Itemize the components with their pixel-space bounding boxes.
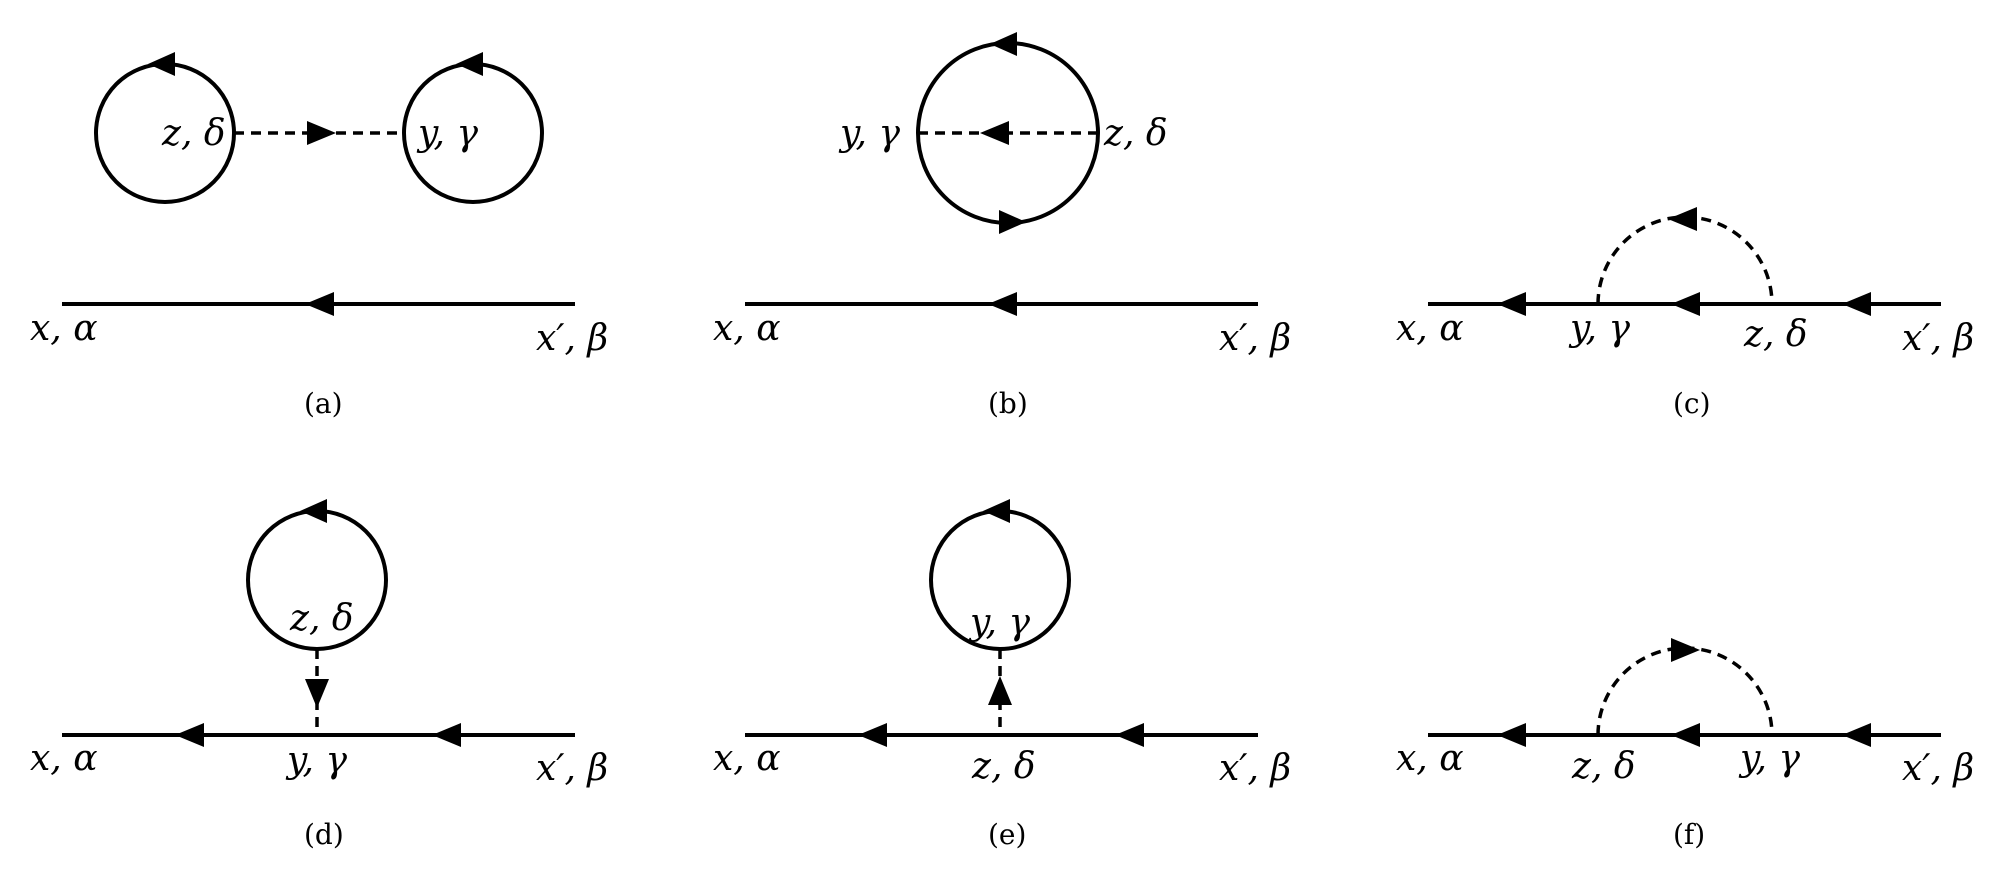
panel-c: x, α x′, β y, γ z, δ (c)	[1396, 207, 1974, 420]
panel-a-propagator-arrow	[305, 292, 334, 316]
panel-a-label-left: x, α	[30, 308, 98, 349]
panel-d-arrow-1	[175, 723, 204, 747]
panel-d-caption: (d)	[304, 818, 344, 851]
panel-d-arrow-2	[432, 723, 461, 747]
panel-a: x, α x′, β z, δ y, γ (a)	[30, 52, 608, 420]
panel-d-loop-arrow	[300, 499, 327, 523]
panel-a-label-loop2: y, γ	[416, 113, 478, 154]
panel-a-label-loop1: z, δ	[161, 113, 226, 154]
panel-f-label-v2: y, γ	[1738, 738, 1800, 779]
panel-e-label-left: x, α	[713, 738, 781, 779]
panel-c-label-right: x′, β	[1902, 318, 1974, 359]
panel-d: x, α x′, β z, δ y, γ (d)	[30, 499, 608, 851]
panel-c-caption: (c)	[1673, 387, 1711, 420]
panel-e-arrow-2	[1115, 723, 1144, 747]
panel-b-caption: (b)	[988, 387, 1028, 420]
panel-c-arc-arrow	[1668, 207, 1697, 231]
panel-d-interaction-arrow	[305, 679, 329, 708]
panel-c-interaction-arc	[1596, 215, 1774, 305]
panel-a-label-right: x′, β	[536, 318, 608, 359]
panel-c-arrow-1	[1497, 292, 1526, 316]
panel-a-caption: (a)	[304, 387, 343, 420]
panel-f: x, α x′, β z, δ y, γ (f)	[1396, 638, 1974, 851]
panel-f-caption: (f)	[1673, 818, 1705, 851]
panel-c-label-left: x, α	[1396, 308, 1464, 349]
panel-c-label-v1: y, γ	[1568, 308, 1630, 349]
panel-f-arrow-1	[1497, 723, 1526, 747]
panel-b: x, α x′, β y, γ z, δ (b)	[713, 32, 1291, 420]
panel-f-arrow-3	[1842, 723, 1871, 747]
panel-c-arrow-2	[1671, 292, 1700, 316]
panel-e-label-loop: y, γ	[968, 602, 1030, 643]
panel-e-loop-arrow	[983, 499, 1010, 523]
panel-b-interaction-arrow	[980, 121, 1009, 145]
panel-b-bubble-bottom-arrow	[999, 210, 1026, 234]
panel-b-bubble-top-arrow	[990, 32, 1017, 56]
panel-f-arrow-2	[1671, 723, 1700, 747]
panel-f-interaction-arc	[1596, 646, 1774, 736]
panel-d-label-loop: z, δ	[289, 598, 354, 639]
panel-d-label-right: x′, β	[536, 748, 608, 789]
panel-c-arrow-3	[1842, 292, 1871, 316]
panel-e-caption: (e)	[988, 818, 1026, 851]
panel-d-label-left: x, α	[30, 738, 98, 779]
panel-b-label-bubble-right: z, δ	[1103, 113, 1168, 154]
panel-b-propagator-arrow	[988, 292, 1017, 316]
panel-f-label-right: x′, β	[1902, 748, 1974, 789]
panel-b-label-left: x, α	[713, 308, 781, 349]
panel-a-interaction-arrow	[307, 121, 336, 145]
panel-d-label-vertex: y, γ	[285, 740, 347, 781]
panel-a-loop-right-arrow	[456, 52, 483, 76]
panel-e-interaction-arrow	[988, 676, 1012, 705]
panel-e: x, α x′, β y, γ z, δ (e)	[713, 499, 1291, 851]
panel-a-loop-left-arrow	[148, 52, 175, 76]
panel-c-label-v2: z, δ	[1743, 314, 1808, 355]
panel-f-label-left: x, α	[1396, 738, 1464, 779]
panel-f-arc-arrow	[1671, 638, 1700, 662]
panel-b-label-bubble-left: y, γ	[838, 113, 900, 154]
panel-e-label-vertex: z, δ	[971, 746, 1036, 787]
panel-e-arrow-1	[858, 723, 887, 747]
panel-b-label-right: x′, β	[1219, 318, 1291, 359]
panel-f-label-v1: z, δ	[1571, 746, 1636, 787]
panel-e-label-right: x′, β	[1219, 748, 1291, 789]
